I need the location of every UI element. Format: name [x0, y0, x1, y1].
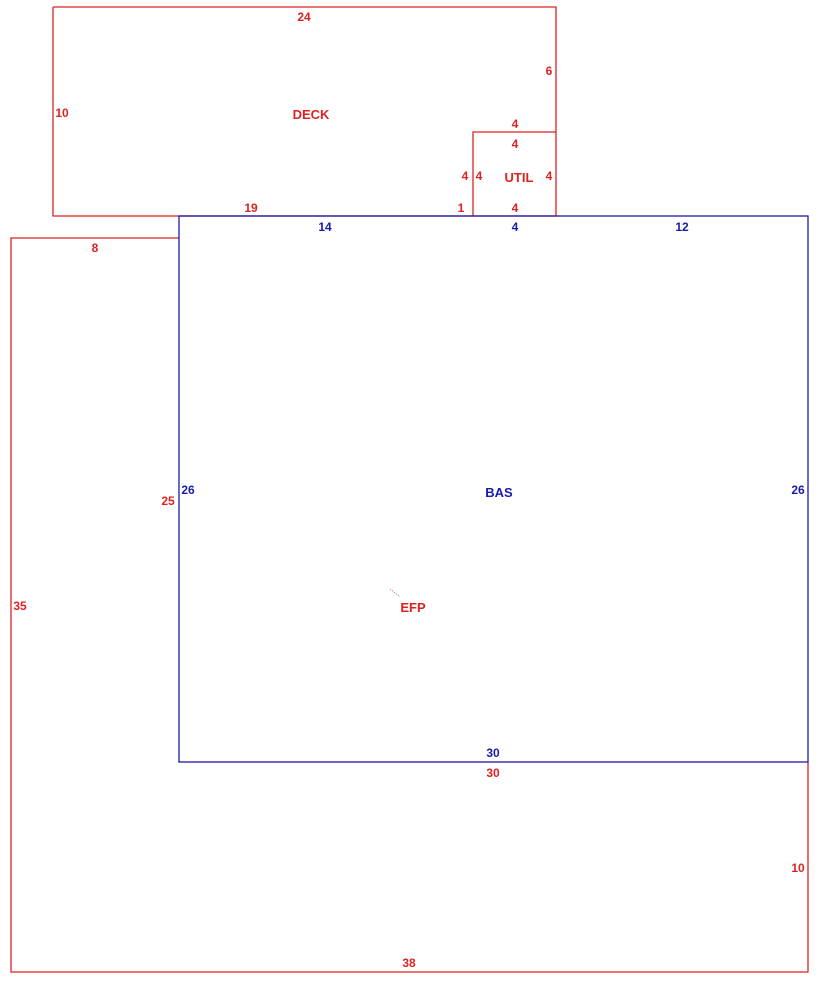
bas-dim-bottom: 30	[486, 746, 500, 760]
bas-dim-right: 26	[791, 483, 805, 497]
bas-dim-top-mid: 4	[512, 220, 519, 234]
bas-label: BAS	[485, 485, 513, 500]
util-dim-left-outer: 4	[462, 169, 469, 183]
bas-dim-top-right: 12	[675, 220, 689, 234]
efp-dim-top: 8	[92, 241, 99, 255]
deck-dim-bottom-step: 1	[458, 201, 465, 215]
efp-dim-right: 10	[791, 861, 805, 875]
util-dim-left-inner: 4	[476, 169, 483, 183]
efp-dim-inner-bottom: 30	[486, 766, 500, 780]
bas-dim-top-left: 14	[318, 220, 332, 234]
deck-label: DECK	[293, 107, 330, 122]
bas-dim-left: 26	[181, 483, 195, 497]
util-dim-bottom: 4	[512, 201, 519, 215]
util-dim-top-inner: 4	[512, 137, 519, 151]
bas-outline	[178, 215, 809, 763]
deck-dim-left: 10	[55, 106, 69, 120]
deck-dim-top: 24	[297, 10, 311, 24]
efp-pointer	[389, 588, 401, 598]
efp-label: EFP	[400, 600, 426, 615]
deck-dim-right: 6	[546, 64, 553, 78]
efp-dim-left: 35	[13, 599, 27, 613]
util-label: UTIL	[505, 170, 534, 185]
efp-dim-inner-left: 25	[161, 494, 175, 508]
util-dim-right: 4	[546, 169, 553, 183]
util-outline	[472, 131, 556, 216]
deck-dim-bottom: 19	[244, 201, 258, 215]
efp-dim-bottom: 38	[402, 956, 416, 970]
efp-outline	[10, 237, 809, 973]
util-dim-top: 4	[512, 117, 519, 131]
